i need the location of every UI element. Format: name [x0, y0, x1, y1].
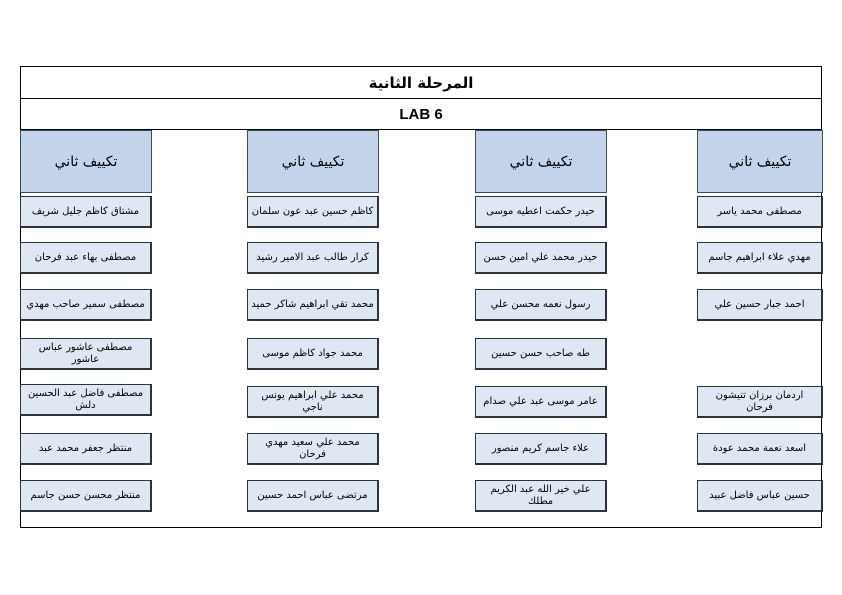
- student-name-cell: منتظر محسن حسن جاسم: [20, 480, 152, 512]
- group-column: تكييف ثاني مشتاق كاظم جليل شريف مصطفى به…: [20, 130, 152, 512]
- student-name-cell: مهدي علاء ابراهيم جاسم: [697, 242, 823, 274]
- student-name-cell: كرار طالب عبد الامير رشيد: [247, 242, 379, 274]
- student-name-cell: منتظر جعفر محمد عبد: [20, 433, 152, 465]
- student-name-cell: مرتضى عباس احمد حسين: [247, 480, 379, 512]
- student-name-cell: كاظم حسين عبد عون سلمان: [247, 196, 379, 228]
- student-name-cell: مصطفى فاضل عبد الحسين دلش: [20, 384, 152, 416]
- lab-title: LAB 6: [20, 98, 822, 130]
- student-name-cell: رسول نعمه محسن علي: [475, 289, 607, 321]
- student-name-cell: علاء جاسم كريم منصور: [475, 433, 607, 465]
- column-heading: تكييف ثاني: [247, 130, 379, 193]
- student-name-cell: احمد جبار حسين علي: [697, 289, 823, 321]
- student-name-cell: حيدر حكمت اعطيه موسى: [475, 196, 607, 228]
- student-name-cell: محمد جواد كاظم موسى: [247, 338, 379, 370]
- student-name-cell: مشتاق كاظم جليل شريف: [20, 196, 152, 228]
- column-heading: تكييف ثاني: [697, 130, 823, 193]
- student-name-cell: محمد تقي ابراهيم شاكر حميد: [247, 289, 379, 321]
- student-name-cell: حيدر محمد علي امين حسن: [475, 242, 607, 274]
- group-column: تكييف ثاني مصطفى محمد ياسر مهدي علاء ابر…: [697, 130, 823, 512]
- student-name-cell: علي خير الله عبد الكريم مطلك: [475, 480, 607, 512]
- student-name-cell: مصطفى محمد ياسر: [697, 196, 823, 228]
- student-name-cell: محمد علي ابراهيم يونس ناجي: [247, 386, 379, 418]
- student-name-cell: اسعد نعمة محمد عودة: [697, 433, 823, 465]
- student-name-cell: طه صاحب حسن حسين: [475, 338, 607, 370]
- column-heading: تكييف ثاني: [20, 130, 152, 193]
- group-column: تكييف ثاني كاظم حسين عبد عون سلمان كرار …: [247, 130, 379, 512]
- student-name-cell: اردمان برزان تتيشون فرحان: [697, 386, 823, 418]
- column-heading: تكييف ثاني: [475, 130, 607, 193]
- group-column: تكييف ثاني حيدر حكمت اعطيه موسى حيدر محم…: [475, 130, 607, 512]
- student-name-cell: مصطفى عاشور عباس عاشور: [20, 338, 152, 370]
- student-name-cell: حسين عباس فاضل عبيد: [697, 480, 823, 512]
- student-name-cell: عامر موسى عبد علي صدام: [475, 386, 607, 418]
- student-name-cell: مصطفى سمير صاحب مهدي: [20, 289, 152, 321]
- student-name-cell: مصطفى بهاء عبد فرحان: [20, 242, 152, 274]
- page-title: المرحلة الثانية: [20, 66, 822, 99]
- student-name-cell: محمد علي سعيد مهدي فرحان: [247, 433, 379, 465]
